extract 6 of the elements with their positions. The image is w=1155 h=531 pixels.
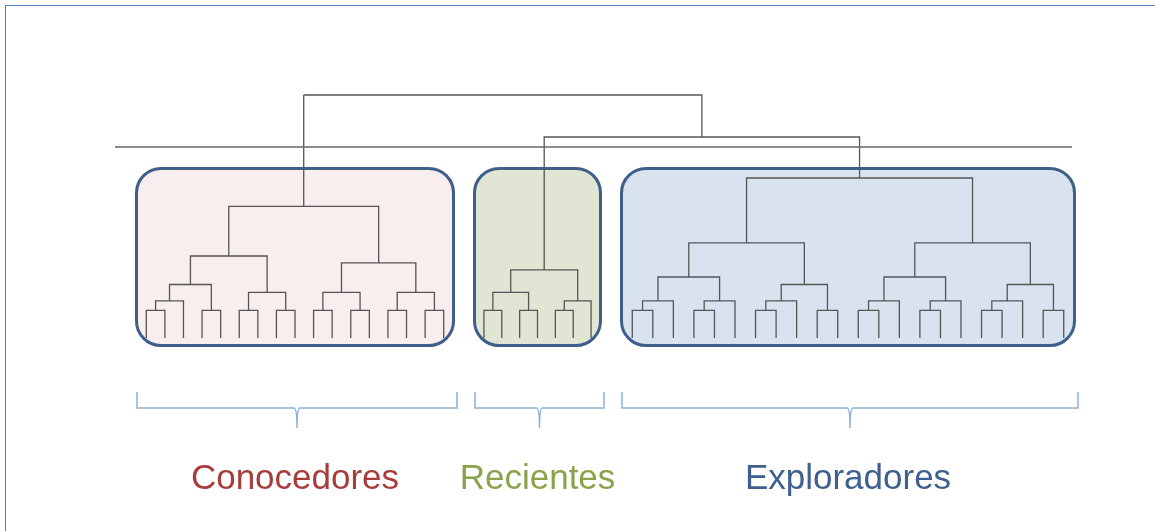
- group-label: Recientes: [459, 457, 616, 497]
- group-box: [473, 167, 602, 347]
- group-box: [620, 167, 1076, 347]
- group-box: [135, 167, 455, 347]
- group-label: Exploradores: [744, 457, 952, 497]
- group-label: Conocedores: [190, 457, 400, 497]
